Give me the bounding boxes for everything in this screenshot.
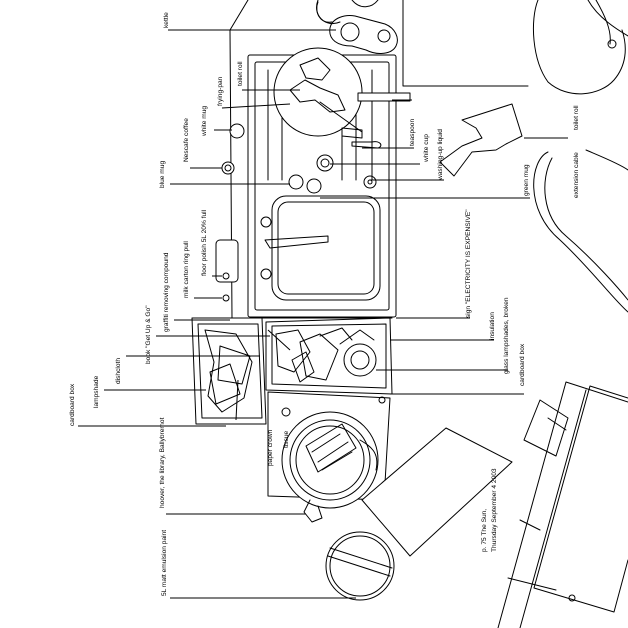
label-emulsion-paint: 5L matt emulsion paint: [161, 530, 168, 596]
floor-polish-bottle: [215, 239, 239, 283]
washing-up-liquid: [341, 127, 363, 139]
toilet-roll-top: [316, 0, 628, 95]
label-graffiti-compound: graffiti removing compound: [163, 252, 170, 332]
counter-outline: [229, 0, 529, 319]
label-book: book "Get Up & Go": [145, 305, 152, 364]
label-dishcloth: dishcloth: [115, 358, 122, 384]
label-washing-up-liquid: washing-up liquid: [437, 129, 444, 181]
cardboard-box-left: [191, 317, 267, 425]
label-cardboard-box-mid: cardboard box: [519, 343, 526, 386]
label-toilet-roll-right: toilet roll: [573, 105, 580, 130]
kettle: [316, 0, 398, 54]
frying-pan: [273, 47, 411, 137]
label-glass-lampshades: glass lampshades, broken: [503, 297, 510, 374]
emulsion-paint-tin: [325, 531, 395, 601]
label-nescafe-coffee: Nescafe coffee: [183, 118, 190, 162]
label-lampshade: lampshade: [93, 375, 100, 408]
labels: kettle toilet roll frying-pan white mug …: [69, 12, 580, 596]
label-frying-pan: frying-pan: [217, 76, 224, 106]
label-cardboard-box-left: cardboard box: [69, 383, 76, 426]
newspaper-the-sun: [361, 427, 513, 557]
leader-lines: [78, 29, 568, 599]
electricity-sign: [439, 103, 523, 177]
label-toilet-roll-top: toilet roll: [237, 61, 244, 86]
nescafe-coffee: [221, 161, 235, 175]
white-mug: [229, 123, 245, 139]
white-cup: [316, 154, 334, 172]
label-tissue: tissue: [283, 430, 290, 448]
milk-carton-ring-pull: [222, 294, 230, 302]
label-kettle: kettle: [163, 12, 170, 28]
label-green-mug: green mug: [523, 164, 530, 196]
label-milk-carton-ring-pull: milk carton ring pull: [183, 241, 190, 298]
label-floor-polish: floor polish 5L 20% full: [201, 209, 208, 276]
cardboard-box-mid: [265, 317, 393, 395]
label-hoover: hoover, the library, Ballybremot: [159, 417, 166, 508]
large-cardboard-boxes: [497, 381, 628, 628]
label-white-cup: white cup: [423, 134, 430, 163]
extension-cable: [533, 149, 628, 313]
label-sun-page: p. 75 The Sun,: [481, 509, 488, 552]
label-insulation: insulation: [489, 312, 496, 340]
blue-mug: [288, 174, 304, 190]
label-sun-date: Thursday September 4 2003: [491, 468, 498, 552]
label-teaspoon: teaspoon: [409, 119, 416, 146]
label-white-mug: white mug: [201, 106, 208, 137]
label-blue-mug: blue mug: [159, 161, 166, 188]
label-electricity-sign: sign "ELECTRICITY IS EXPENSIVE": [465, 209, 472, 318]
green-mug: [306, 178, 322, 194]
label-paper-crown: paper crown: [267, 429, 274, 466]
label-extension-cable: extension cable: [573, 152, 580, 198]
